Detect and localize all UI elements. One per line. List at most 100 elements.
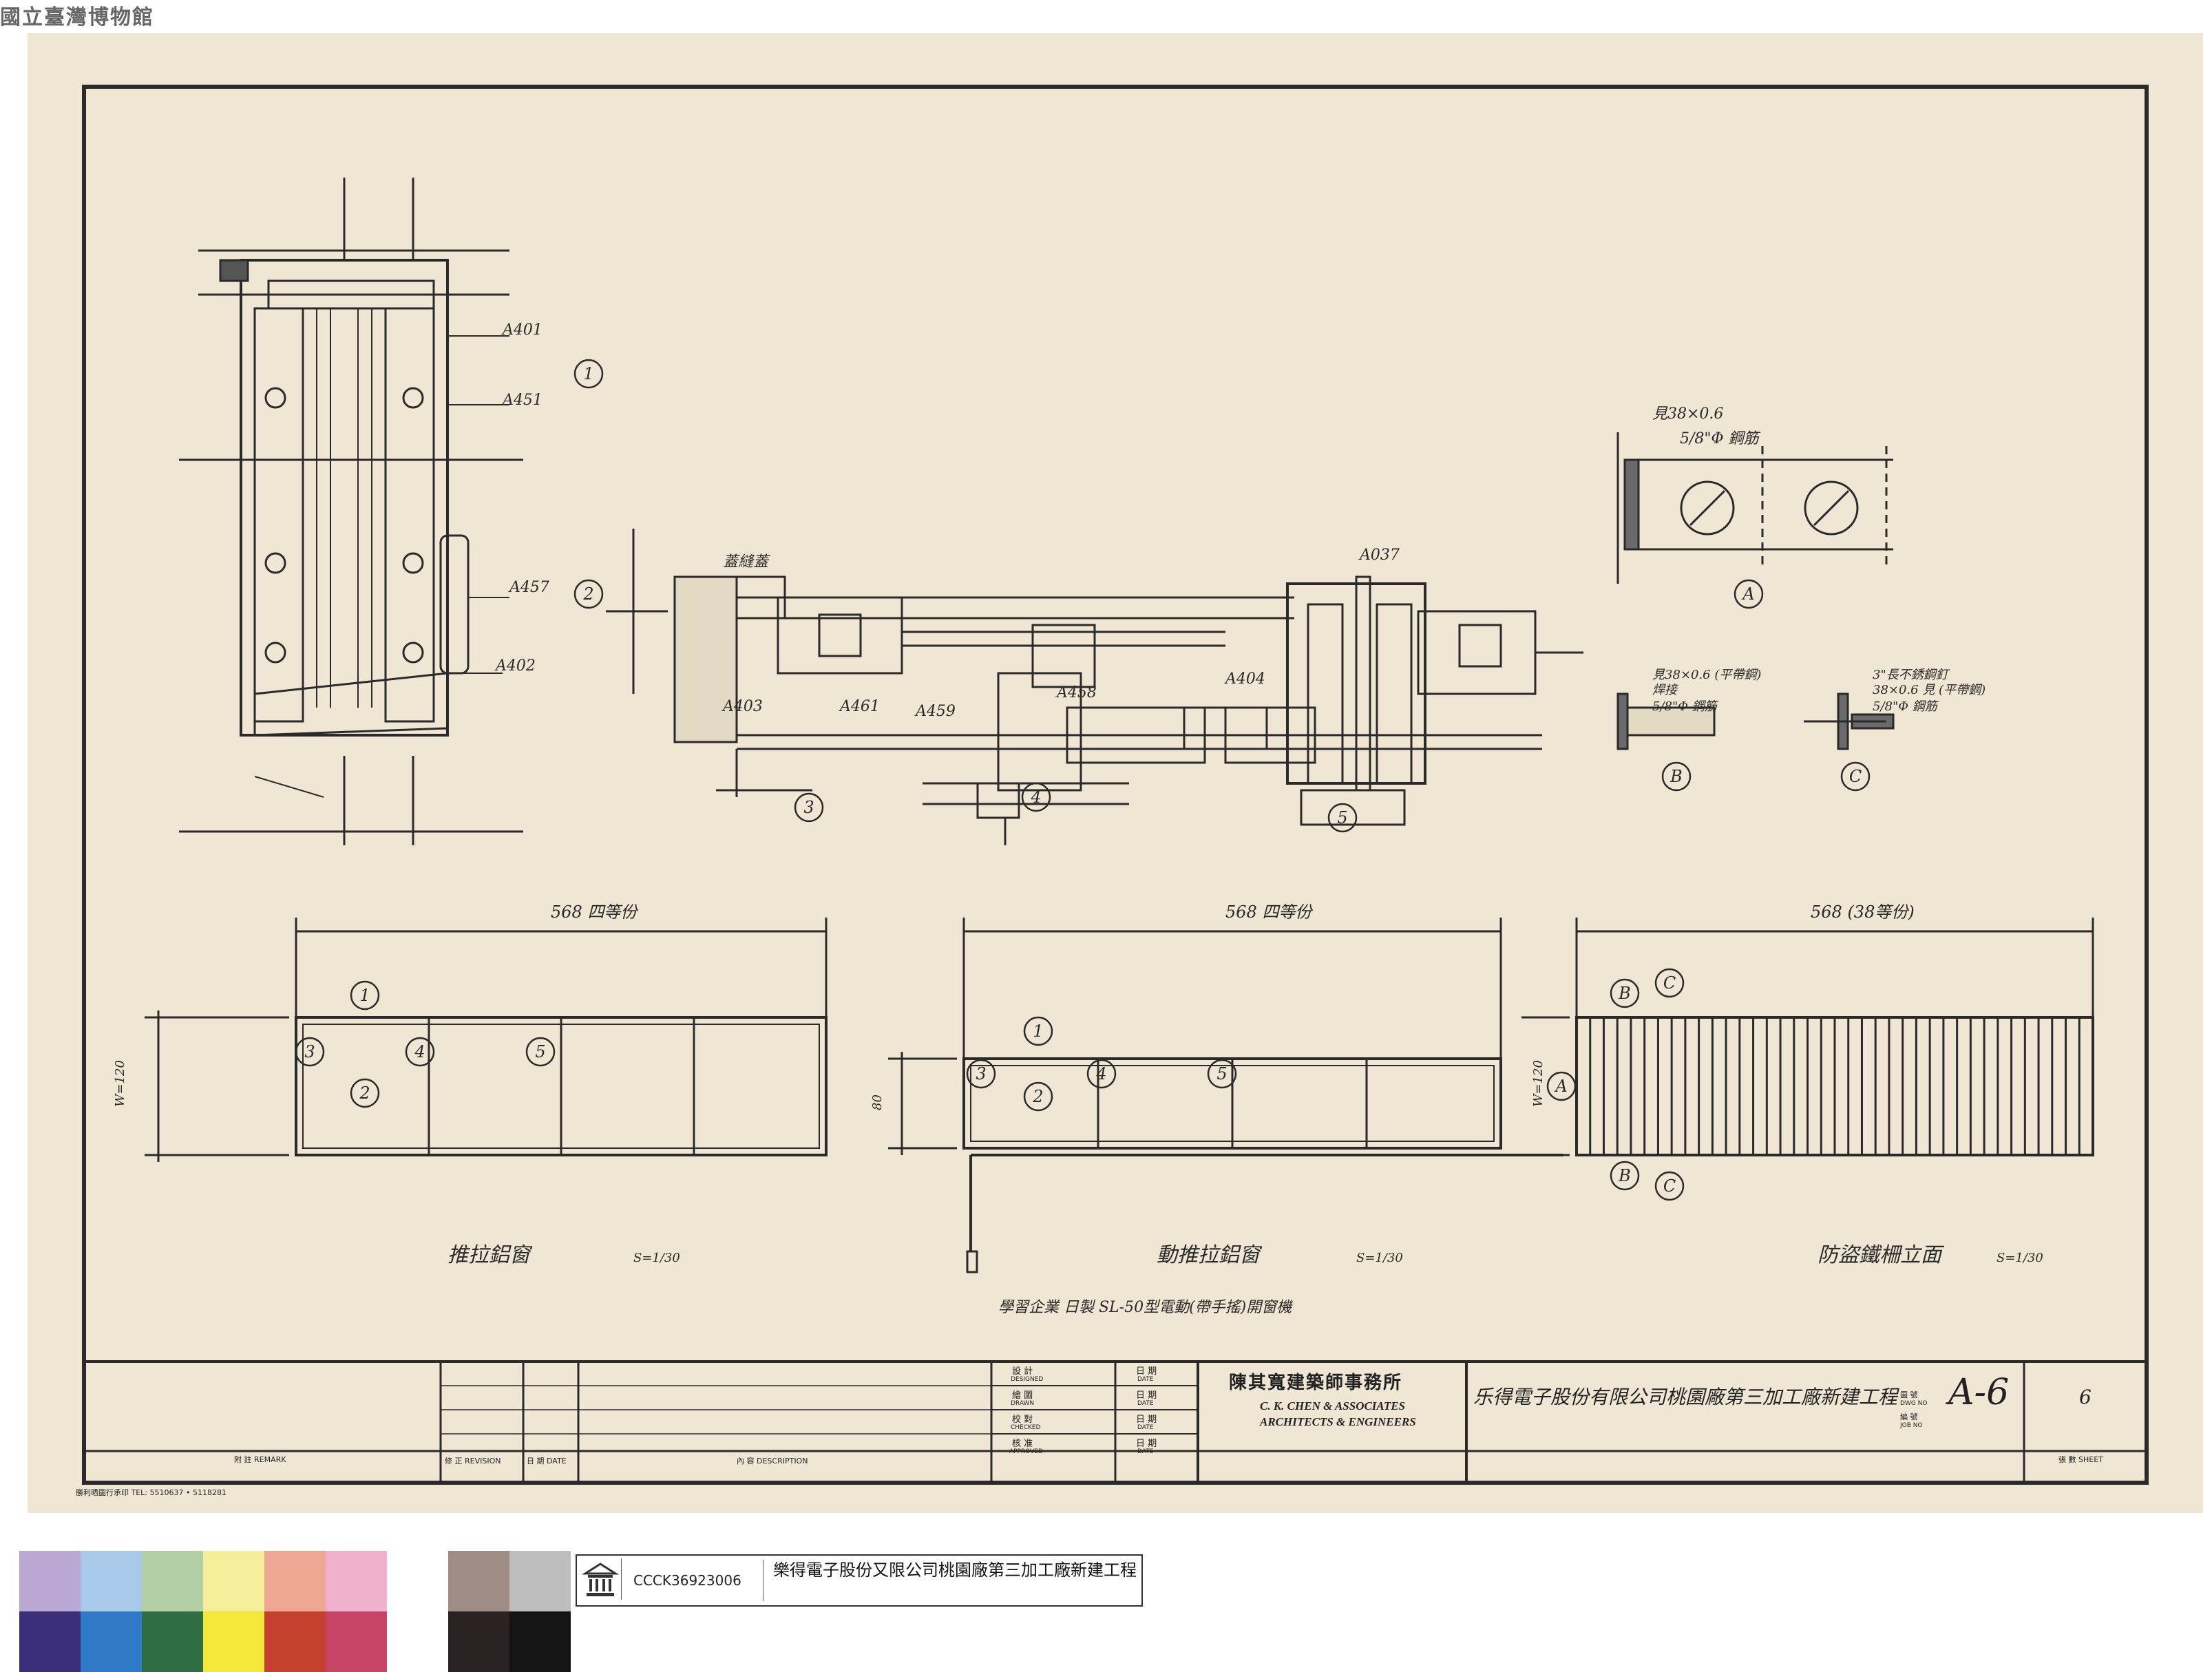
- tb-remark: 附 註 REMARK: [234, 1455, 286, 1464]
- title-block: [84, 1360, 2147, 1483]
- tb-date1-en: DATE: [1137, 1376, 1154, 1383]
- elev3-marker-text-B-bot: B: [1618, 1166, 1631, 1185]
- tb-date1: 日 期: [1136, 1366, 1157, 1377]
- detail-marker-5: [1327, 803, 1358, 833]
- elev2-marker-1: [1023, 1016, 1053, 1046]
- tb-description: 內 容 DESCRIPTION: [737, 1457, 808, 1465]
- elev2-marker-text-2: 2: [1032, 1087, 1043, 1106]
- dim-elev1: 568 四等份: [551, 902, 639, 922]
- label-a457: A457: [508, 579, 549, 596]
- label-a402: A402: [494, 657, 536, 675]
- tb-checked: 校 對: [1012, 1415, 1033, 1425]
- architectural-drawing: A401 A451 A457 A402: [82, 85, 2149, 1485]
- sheet-border: [82, 85, 2149, 1485]
- color-swatch-light-6: [326, 1551, 387, 1611]
- color-swatch-dark-8: [448, 1611, 509, 1672]
- elev1-marker-text-4: 4: [414, 1042, 425, 1061]
- archive-code: CCCK36923006: [633, 1572, 741, 1589]
- tb-date3: 日 期: [1136, 1415, 1157, 1425]
- marker-text-B: B: [1669, 767, 1683, 786]
- grille-bars: [1589, 1019, 2081, 1154]
- label-stB1: 見38×0.6 (平帶鋼): [1652, 668, 1761, 682]
- elev3-marker-A: [1546, 1071, 1577, 1101]
- label-a459: A459: [914, 703, 956, 720]
- elev1-marker-1: [350, 980, 380, 1010]
- label-a458: A458: [1055, 684, 1097, 701]
- grille-details: [1616, 432, 1895, 750]
- tb-drawn-en: DRAWN: [1011, 1400, 1035, 1407]
- height-elev3: W=120: [1531, 1060, 1546, 1107]
- elev3-marker-text-A: A: [1554, 1077, 1567, 1096]
- label-a037: A037: [1358, 547, 1400, 564]
- elev3-marker-text-C-bot: C: [1663, 1176, 1676, 1196]
- scale-elev3: S=1/30: [1997, 1251, 2043, 1265]
- marker-text-1: 1: [583, 364, 593, 383]
- archive-title: 樂得電子股份又限公司桃園廠第三加工廠新建工程: [763, 1560, 1145, 1601]
- tb-checked-en: CHECKED: [1011, 1424, 1041, 1431]
- elevation-sliding-window: [145, 918, 828, 1162]
- label-stC1: 3"長不銹鋼釘: [1873, 668, 1950, 682]
- tb-designed-en: DESIGNED: [1011, 1376, 1044, 1383]
- motor-note: 學習企業 日製 SL-50型電動(帶手搖)開窗機: [998, 1299, 1293, 1316]
- label-a401: A401: [501, 321, 543, 339]
- elev2-marker-text-1: 1: [1033, 1022, 1043, 1041]
- elev1-marker-text-3: 3: [304, 1042, 315, 1061]
- marker-text-3: 3: [803, 798, 814, 817]
- color-swatch-dark-3: [142, 1611, 203, 1672]
- color-swatch-dark-7: [387, 1611, 448, 1672]
- label-stB2: 焊接: [1652, 683, 1678, 697]
- color-swatch-light-4: [203, 1551, 264, 1611]
- tb-dwg-no-cn: 圖 號: [1900, 1390, 1918, 1399]
- tb-job-no-en: JOB NO: [1900, 1422, 1923, 1429]
- drawing-number: A-6: [1948, 1372, 2010, 1413]
- archive-info-box: CCCK36923006 樂得電子股份又限公司桃園廠第三加工廠新建工程: [576, 1554, 1143, 1607]
- elev3-marker-C-top: [1654, 968, 1685, 998]
- elev2-marker-text-5: 5: [1216, 1064, 1227, 1083]
- elev2-marker-text-3: 3: [976, 1064, 986, 1083]
- detail-marker-1: [573, 359, 604, 389]
- marker-text-A: A: [1741, 584, 1754, 604]
- tb-revision: 修 正 REVISION: [445, 1457, 501, 1465]
- color-swatch-light-5: [264, 1551, 326, 1611]
- tb-dwg-no-en: DWG NO: [1900, 1400, 1928, 1407]
- elev1-marker-3: [295, 1037, 325, 1067]
- color-swatch-light-9: [509, 1551, 571, 1611]
- project-name: 乐得電子股份有限公司桃園廠第三加工廠新建工程: [1473, 1386, 1898, 1408]
- elevation-steel-grille: [1521, 918, 2094, 1156]
- printer-credit: 勝利晒圖行承印 TEL: 5510637 • 5118281: [76, 1488, 227, 1497]
- elev1-marker-text-2: 2: [359, 1083, 370, 1103]
- label-stB3: 5/8"Φ 鋼筋: [1652, 699, 1719, 714]
- elev2-marker-5: [1207, 1059, 1237, 1089]
- tb-date4: 日 期: [1136, 1439, 1157, 1449]
- tb-drawn: 繪 圖: [1012, 1390, 1033, 1401]
- color-swatch-dark-9: [509, 1611, 571, 1672]
- elev3-marker-C-bot: [1654, 1171, 1685, 1201]
- elev1-marker-2: [350, 1078, 380, 1108]
- marker-text-5: 5: [1337, 808, 1347, 827]
- elev1-marker-5: [525, 1037, 556, 1067]
- detail-marker-B: [1661, 761, 1692, 792]
- dim-elev2: 568 四等份: [1225, 902, 1314, 922]
- scale-elev2: S=1/30: [1356, 1251, 1403, 1265]
- caption-elev2: 動推拉鋁窗: [1157, 1243, 1263, 1267]
- tb-date3-en: DATE: [1137, 1424, 1154, 1431]
- elev2-marker-text-4: 4: [1095, 1064, 1106, 1083]
- elev2-marker-2: [1023, 1081, 1053, 1112]
- color-swatch-dark-5: [264, 1611, 326, 1672]
- elev1-marker-text-5: 5: [535, 1042, 545, 1061]
- tb-date2: 日 期: [1136, 1390, 1157, 1401]
- label-stC3: 5/8"Φ 鋼筋: [1873, 699, 1939, 714]
- elev3-marker-text-C-top: C: [1663, 973, 1676, 993]
- marker-text-4: 4: [1030, 787, 1041, 807]
- tb-designed: 設 計: [1012, 1366, 1033, 1377]
- elev1-marker-text-1: 1: [359, 986, 370, 1005]
- detail-marker-A: [1734, 579, 1764, 609]
- label-edge-note: 蓋縫蓋: [723, 553, 770, 571]
- height-elev2: 80: [870, 1094, 885, 1110]
- color-swatch-dark-6: [326, 1611, 387, 1672]
- marker-text-2: 2: [582, 584, 593, 604]
- detail-marker-C: [1840, 761, 1871, 792]
- label-a451: A451: [501, 392, 543, 409]
- label-a461: A461: [839, 698, 880, 715]
- firm-name-cn: 陳其寬建築師事務所: [1229, 1373, 1403, 1393]
